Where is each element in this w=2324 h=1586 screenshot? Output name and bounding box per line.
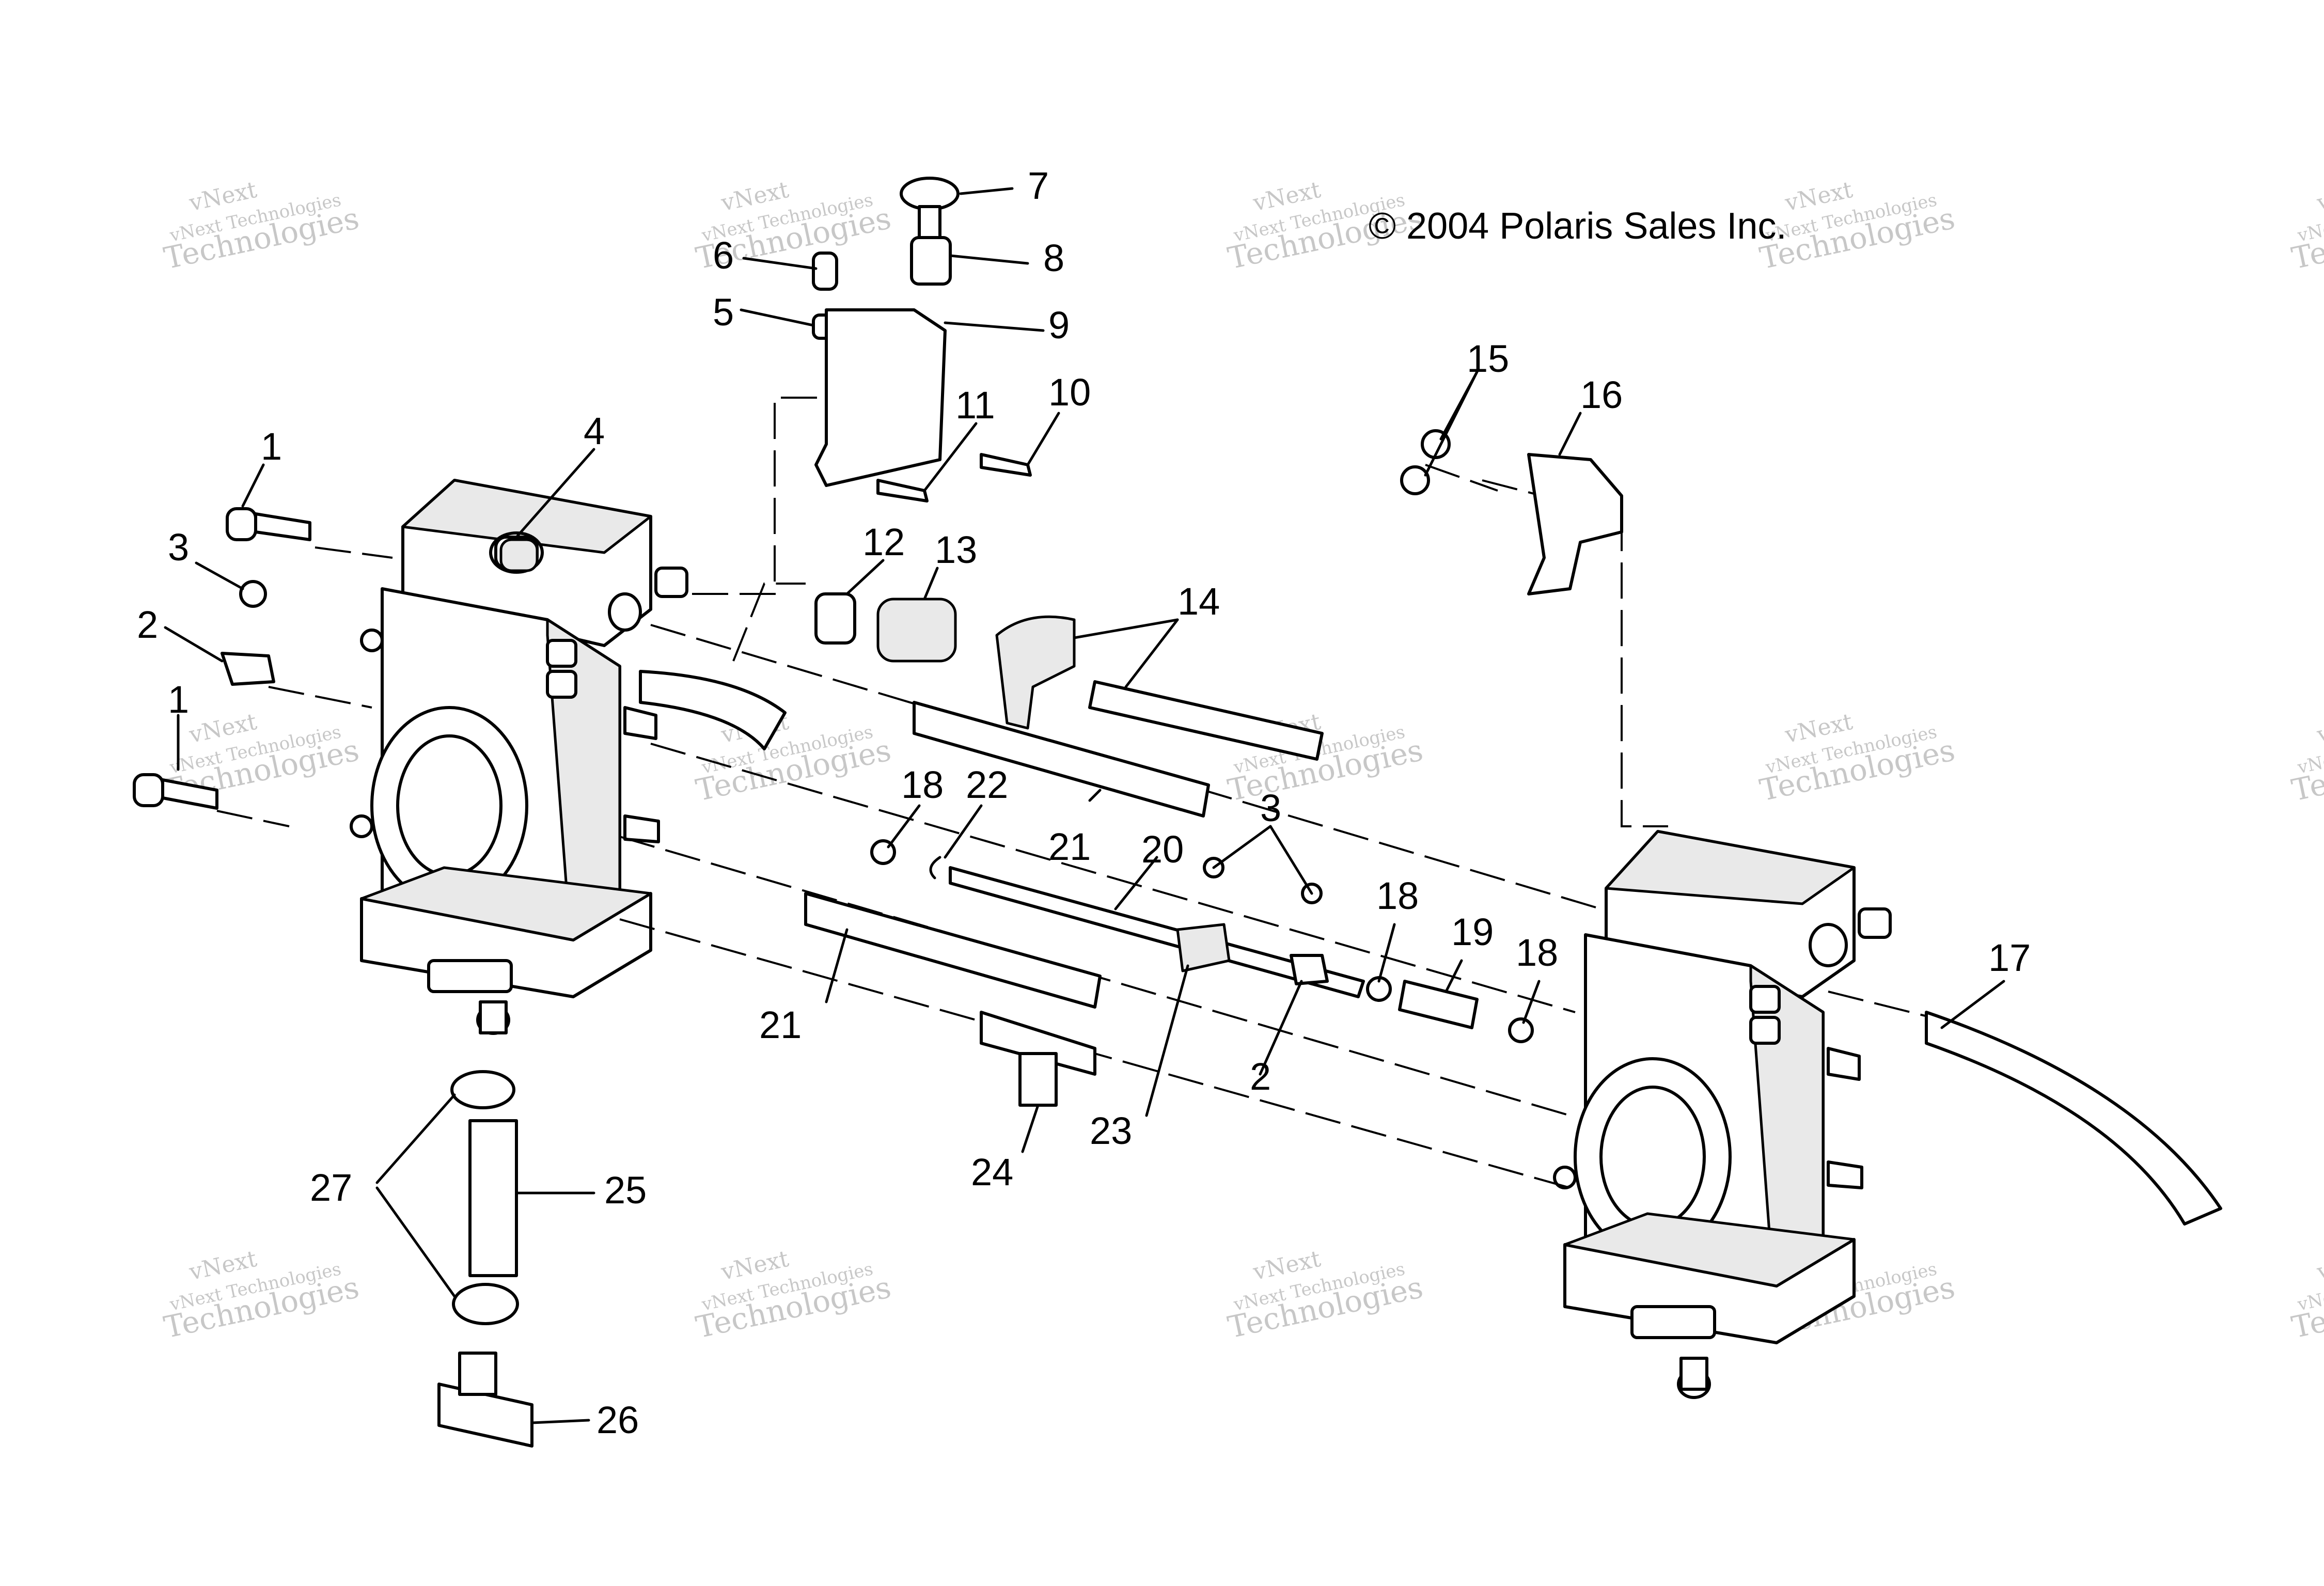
callout-27: 27 (310, 1166, 352, 1209)
part-17-fuel-hose (1925, 1011, 2222, 1226)
callout-2-right: 2 (1250, 1055, 1271, 1098)
part-12-spring (814, 592, 856, 645)
watermark-text: vNext (2314, 177, 2324, 217)
part-18-washer-c (1508, 1017, 1534, 1043)
part-2-bracket-right (1290, 954, 1329, 985)
callout-18-a: 18 (901, 763, 944, 806)
part-11-screw (876, 479, 929, 503)
part-24-tee (980, 1011, 1096, 1107)
callout-19: 19 (1451, 910, 1494, 953)
part-8-spring (910, 236, 952, 286)
callout-3-right: 3 (1260, 787, 1281, 829)
part-13-collar (876, 598, 957, 663)
watermark-text: Technologies (2288, 1269, 2324, 1345)
watermark-text: Technologies (2288, 200, 2324, 276)
callout-11: 11 (955, 384, 995, 427)
part-14-cam (995, 615, 1076, 730)
part-2-bracket (221, 652, 275, 686)
callout-24: 24 (971, 1151, 1013, 1194)
callout-14: 14 (1177, 580, 1220, 623)
left-carburetor (350, 479, 688, 1035)
part-26-tee (437, 1352, 533, 1448)
callout-21-upper: 21 (1048, 825, 1091, 868)
callout-21-lower: 21 (759, 1003, 802, 1046)
copyright-text: © 2004 Polaris Sales Inc. (1369, 206, 1786, 247)
part-10-screw (980, 453, 1032, 477)
part-16-bracket (1527, 453, 1623, 595)
callout-13: 13 (935, 528, 977, 571)
part-27-clamps (450, 1070, 519, 1325)
leader-lines (164, 187, 2005, 1424)
part-1-bolt-lower (133, 773, 218, 810)
callout-15: 15 (1467, 337, 1509, 380)
callout-12: 12 (862, 521, 905, 563)
part-22-clip (929, 856, 941, 880)
callout-8: 8 (1043, 237, 1064, 279)
callout-25: 25 (604, 1169, 647, 1212)
part-25-hose (468, 1119, 518, 1277)
callout-16: 16 (1580, 373, 1623, 416)
callout-6: 6 (713, 234, 734, 277)
part-3-screw (239, 580, 267, 608)
callout-10: 10 (1048, 371, 1091, 414)
callout-4: 4 (584, 410, 605, 452)
part-vent-hose-left (639, 670, 787, 750)
callout-1-upper: 1 (261, 425, 282, 468)
callout-18-c: 18 (1516, 931, 1558, 974)
callout-1-lower: 1 (168, 678, 189, 721)
watermark-text: vNext (2314, 709, 2324, 749)
part-4-plug (499, 538, 539, 572)
part-1-bolt-upper (226, 507, 311, 541)
callout-26: 26 (596, 1399, 639, 1441)
callout-23: 23 (1090, 1109, 1132, 1152)
watermark-text: vNext (2314, 1246, 2324, 1286)
part-19-spring (1398, 980, 1479, 1029)
callout-9: 9 (1048, 304, 1070, 347)
callout-labels: 1 1 2 2 3 3 4 5 6 7 8 9 10 11 12 13 14 1… (137, 164, 2031, 1441)
callout-3-left: 3 (168, 526, 189, 569)
watermark-text: Technologies (2288, 732, 2324, 808)
callout-7: 7 (1028, 164, 1049, 207)
callout-22: 22 (966, 763, 1008, 806)
callout-5: 5 (713, 291, 734, 334)
part-14-shaft (1088, 680, 1324, 761)
part-23-lever (1176, 923, 1231, 972)
part-21-tube-lower (804, 892, 1102, 1009)
callout-20: 20 (1141, 828, 1184, 871)
part-6-screw (812, 252, 838, 291)
part-9-bracket (814, 308, 947, 487)
part-21-tube-upper (913, 701, 1210, 818)
right-carburetor (1553, 830, 1892, 1399)
callout-18-b: 18 (1376, 874, 1419, 917)
callout-2-left: 2 (137, 603, 158, 646)
callout-17: 17 (1988, 936, 2031, 979)
